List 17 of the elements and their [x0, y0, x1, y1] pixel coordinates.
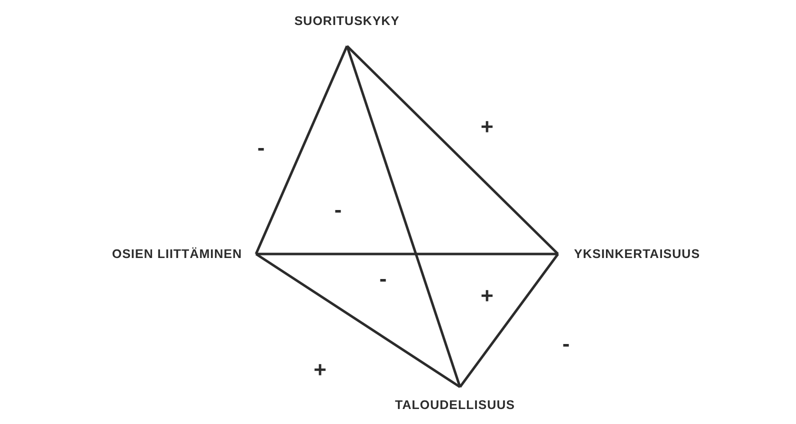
sign-label: - [257, 137, 265, 159]
tetrahedron-edge [346, 45, 559, 255]
tetrahedron-edge [346, 46, 462, 388]
tetrahedron-edge [255, 252, 461, 388]
sign-label: - [379, 268, 387, 290]
vertex-label: YKSINKERTAISUUS [558, 244, 748, 264]
vertex-label: OSIEN LIITTÄMINEN [60, 244, 256, 264]
sign-label: - [334, 199, 342, 221]
sign-label: - [562, 333, 570, 355]
sign-label: + [480, 116, 494, 138]
vertex-label: TALOUDELLISUUS [380, 387, 530, 419]
tetrahedron-edge [256, 252, 558, 256]
tetrahedron-edge [254, 46, 348, 254]
tetrahedron-edge [459, 253, 559, 388]
vertex-label: SUORITUSKYKY [276, 12, 418, 46]
sign-label: + [314, 359, 326, 381]
sign-label: + [480, 285, 494, 307]
